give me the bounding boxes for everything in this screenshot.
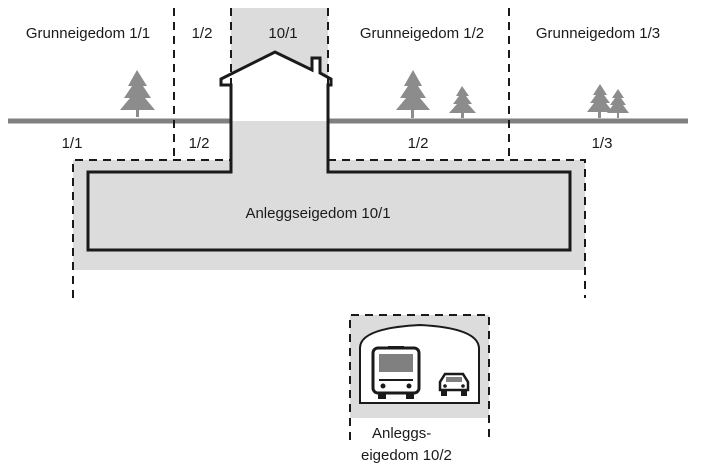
label-ground-1-2b: 1/2 [408, 135, 429, 152]
anlegg-10-1-fill [88, 121, 570, 250]
label-anleggseigedom-10-2-line1: Anleggs- [372, 425, 431, 442]
label-ground-1-2a: 1/2 [189, 135, 210, 152]
label-top-1-2: 1/2 [192, 25, 213, 42]
label-anleggseigedom-10-2-line2: eigedom 10/2 [361, 447, 452, 464]
label-ground-1-3: 1/3 [592, 135, 613, 152]
tree-icon [396, 70, 430, 118]
tree-icon [587, 84, 613, 118]
label-grunneigedom-1-2: Grunneigedom 1/2 [360, 25, 484, 42]
label-ground-1-1: 1/1 [62, 135, 83, 152]
tree-icon [449, 86, 476, 118]
label-grunneigedom-1-1: Grunneigedom 1/1 [26, 25, 150, 42]
label-top-10-1: 10/1 [268, 25, 297, 42]
label-anleggseigedom-10-1: Anleggseigedom 10/1 [245, 205, 390, 222]
boundary-anlegg-10-1 [72, 159, 586, 298]
boundary-anlegg-10-2 [349, 314, 490, 440]
car-icon [438, 372, 470, 396]
label-grunneigedom-1-3: Grunneigedom 1/3 [536, 25, 660, 42]
anlegg-10-1-outline [86, 121, 572, 252]
tree-icon [607, 89, 629, 118]
bus-icon [371, 346, 421, 399]
tree-icon [120, 70, 155, 117]
